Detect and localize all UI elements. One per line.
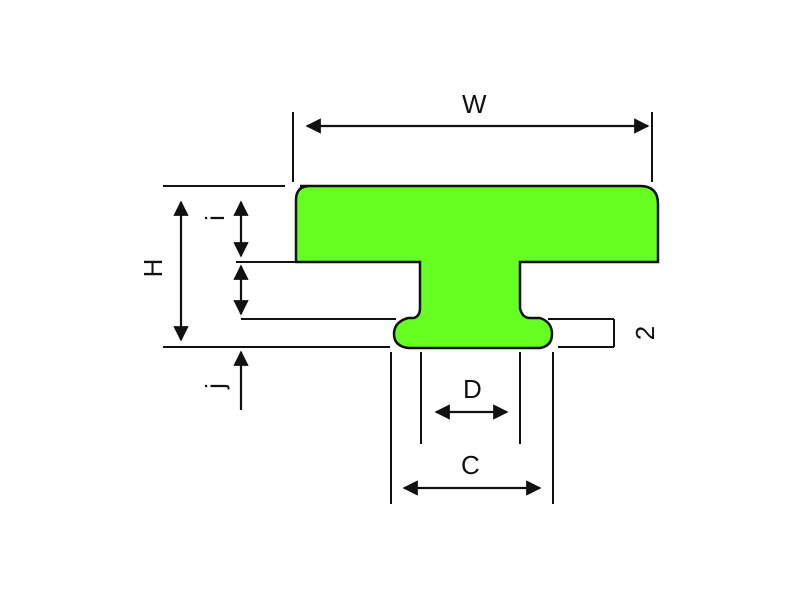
two-label: 2 xyxy=(630,326,660,340)
d-label: D xyxy=(463,374,482,404)
h-label: H xyxy=(138,259,168,278)
w-label: W xyxy=(462,89,487,119)
t-profile-shape xyxy=(294,184,660,350)
c-label: C xyxy=(461,450,480,480)
j-label: j xyxy=(200,383,230,390)
i-label: i xyxy=(200,215,230,221)
